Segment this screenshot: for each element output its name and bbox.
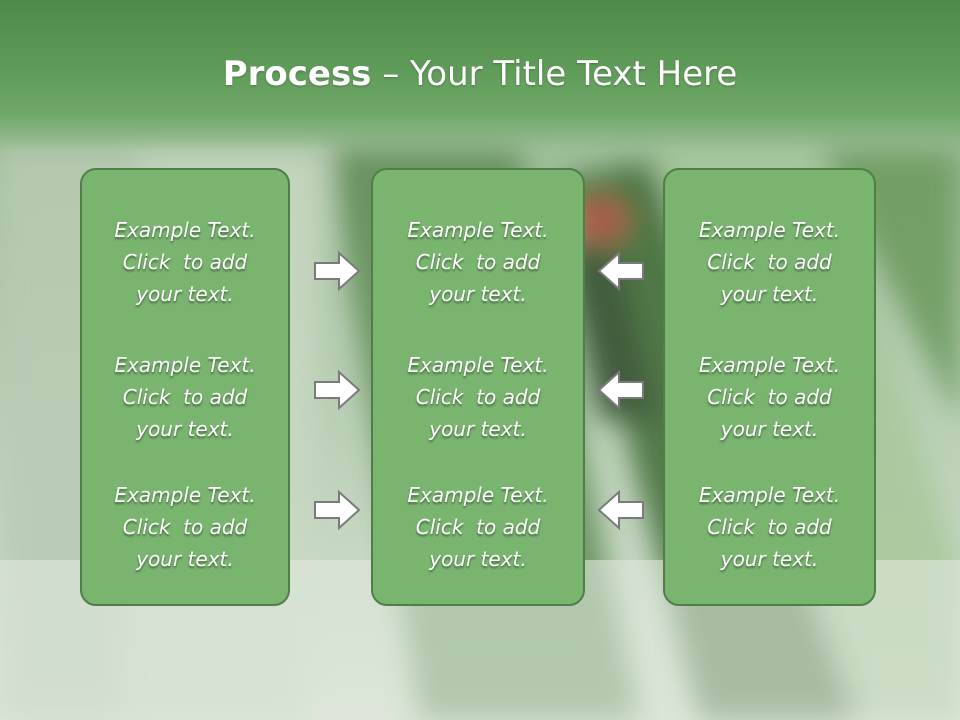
item-line: Example Text. bbox=[407, 353, 549, 377]
item-line: Example Text. bbox=[114, 353, 256, 377]
left-arrow-icon bbox=[597, 369, 644, 411]
title-band bbox=[0, 0, 960, 150]
panel-text-item[interactable]: Example Text. Click to add your text. bbox=[665, 214, 874, 310]
item-line: your text. bbox=[720, 547, 819, 571]
item-line: Example Text. bbox=[698, 218, 841, 242]
panel-text-item[interactable]: Example Text. Click to add your text. bbox=[373, 214, 583, 310]
right-arrow-icon bbox=[314, 250, 361, 292]
item-line: Click to add bbox=[122, 515, 248, 539]
item-line: your text. bbox=[429, 547, 527, 571]
right-arrow-icon bbox=[314, 369, 361, 411]
panel-text-item[interactable]: Example Text. Click to add your text. bbox=[82, 479, 288, 575]
item-line: your text. bbox=[720, 417, 819, 441]
item-line: Click to add bbox=[707, 385, 832, 409]
panel-text-item[interactable]: Example Text. Click to add your text. bbox=[82, 349, 288, 445]
item-line: Example Text. bbox=[698, 483, 841, 507]
right-arrow-icon bbox=[314, 489, 361, 531]
item-line: Click to add bbox=[415, 515, 541, 539]
item-line: Click to add bbox=[415, 250, 541, 274]
item-line: your text. bbox=[136, 282, 234, 306]
item-line: Example Text. bbox=[407, 483, 549, 507]
panel-text-item[interactable]: Example Text. Click to add your text. bbox=[373, 479, 583, 575]
item-line: Example Text. bbox=[114, 218, 256, 242]
item-line: Click to add bbox=[707, 250, 832, 274]
title-bold-text: Process bbox=[222, 54, 372, 94]
item-line: your text. bbox=[429, 282, 527, 306]
panel-text-item[interactable]: Example Text. Click to add your text. bbox=[665, 479, 874, 575]
item-line: your text. bbox=[136, 547, 234, 571]
title-rest-text: – Your Title Text Here bbox=[371, 54, 738, 94]
item-line: Example Text. bbox=[698, 353, 841, 377]
item-line: Click to add bbox=[707, 515, 832, 539]
item-line: Example Text. bbox=[114, 483, 256, 507]
text-panel-center[interactable]: Example Text. Click to add your text. Ex… bbox=[371, 168, 585, 606]
item-line: Example Text. bbox=[407, 218, 549, 242]
panel-text-item[interactable]: Example Text. Click to add your text. bbox=[665, 349, 874, 445]
panel-text-item[interactable]: Example Text. Click to add your text. bbox=[82, 214, 288, 310]
item-line: your text. bbox=[136, 417, 234, 441]
left-arrow-icon bbox=[597, 489, 644, 531]
item-line: Click to add bbox=[415, 385, 541, 409]
item-line: Click to add bbox=[122, 250, 248, 274]
text-panel-right[interactable]: Example Text. Click to add your text. Ex… bbox=[663, 168, 876, 606]
item-line: your text. bbox=[429, 417, 527, 441]
text-panel-left[interactable]: Example Text. Click to add your text. Ex… bbox=[80, 168, 290, 606]
slide-title[interactable]: Process – Your Title Text Here bbox=[0, 52, 960, 96]
panel-text-item[interactable]: Example Text. Click to add your text. bbox=[373, 349, 583, 445]
item-line: Click to add bbox=[122, 385, 248, 409]
left-arrow-icon bbox=[597, 250, 644, 292]
item-line: your text. bbox=[720, 282, 819, 306]
